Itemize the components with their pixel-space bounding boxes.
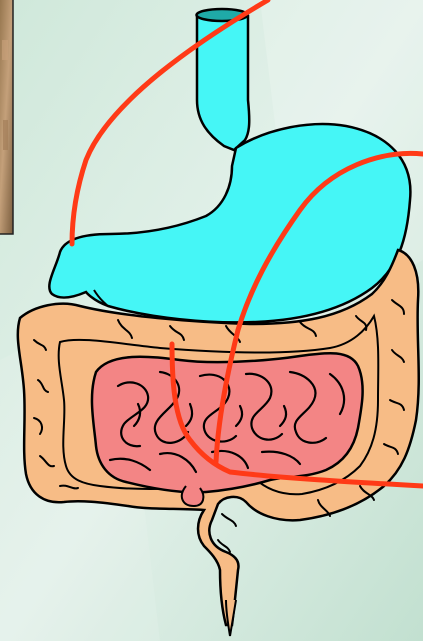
photo-thumbnail	[0, 0, 13, 234]
appendix-shape	[182, 486, 204, 506]
